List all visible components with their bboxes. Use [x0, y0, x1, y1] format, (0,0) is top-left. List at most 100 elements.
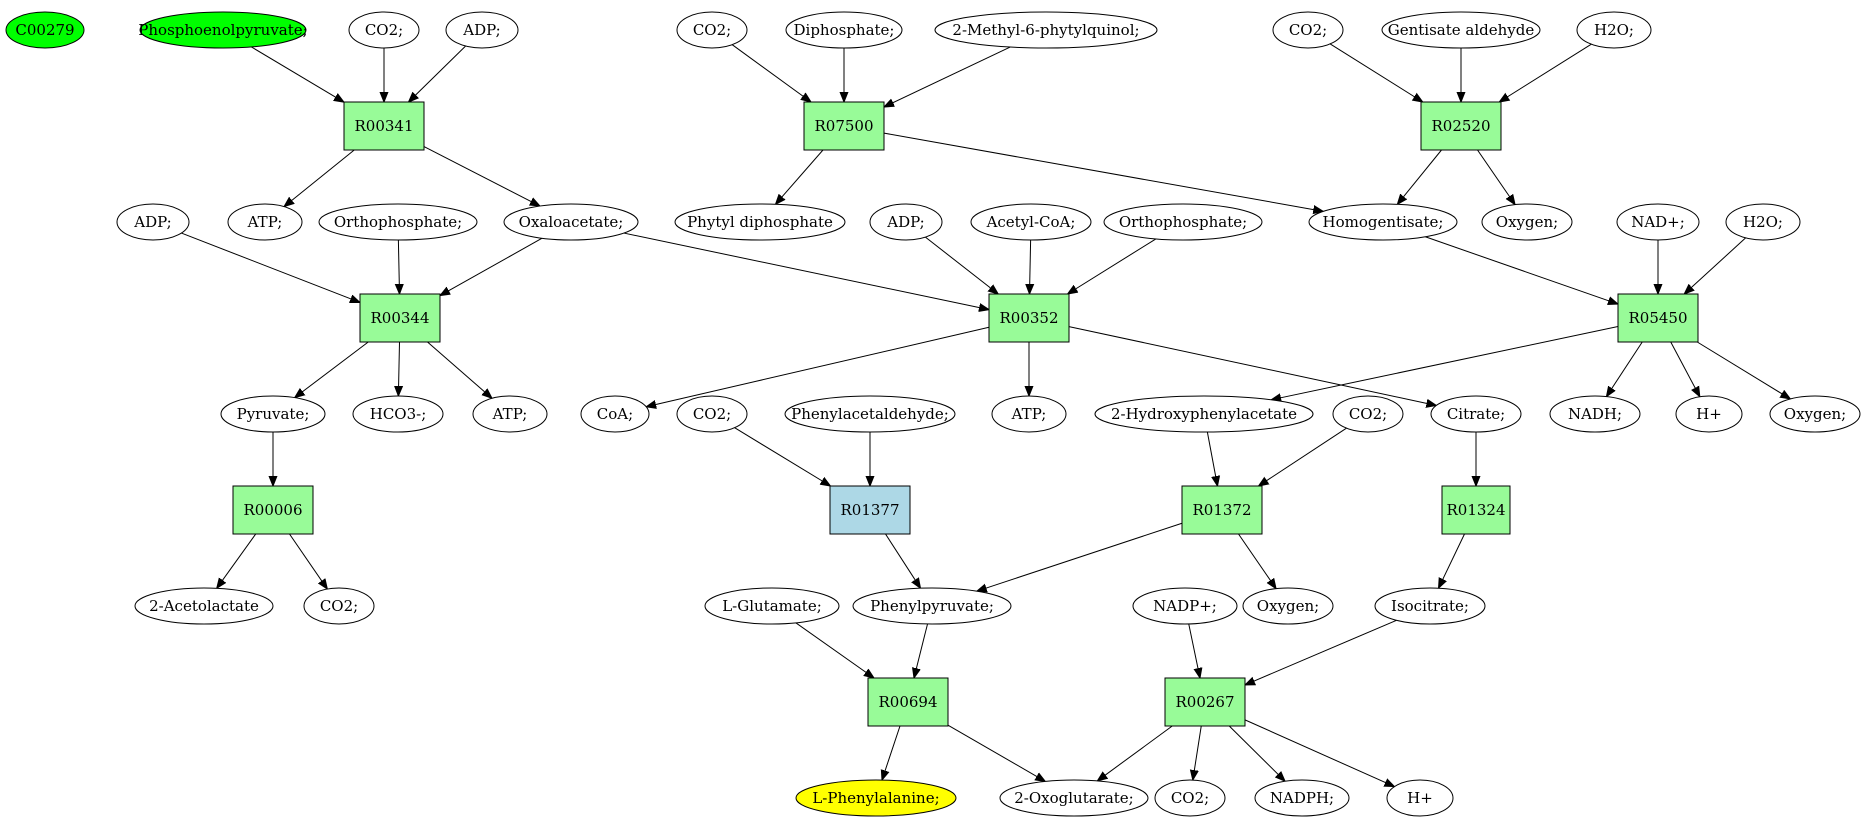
metabolite-node-m_ortho_b[interactable]: Orthophosphate; [1103, 203, 1263, 241]
node-label: Oxaloacetate; [519, 213, 624, 231]
metabolite-node-m_oxygen_c[interactable]: Oxygen; [1242, 587, 1334, 625]
metabolite-node-m_hplus_b[interactable]: H+ [1386, 779, 1454, 817]
metabolite-node-m_oxygen_b[interactable]: Oxygen; [1769, 395, 1861, 433]
metabolite-ellipse [852, 587, 1012, 625]
metabolite-node-m_phenylalanine[interactable]: L-Phenylalanine; [795, 779, 957, 817]
metabolite-node-m_isocitrate[interactable]: Isocitrate; [1374, 587, 1486, 625]
reaction-node-r_r00006[interactable]: R00006 [232, 485, 314, 535]
metabolite-node-m_adp_c[interactable]: ADP; [869, 203, 943, 241]
reaction-node-r_r01377[interactable]: R01377 [829, 485, 911, 535]
metabolite-ellipse [5, 11, 85, 49]
node-label: R02520 [1431, 117, 1490, 135]
metabolite-node-m_co2_f[interactable]: CO2; [303, 587, 375, 625]
reaction-node-r_r00352[interactable]: R00352 [988, 293, 1070, 343]
metabolite-ellipse [445, 11, 519, 49]
metabolite-node-m_phytyl[interactable]: Phytyl diphosphate [674, 203, 846, 241]
node-label: Orthophosphate; [334, 213, 462, 231]
metabolite-node-m_pep[interactable]: Phosphoenolpyruvate; [138, 11, 308, 49]
metabolite-node-m_glutamate[interactable]: L-Glutamate; [704, 587, 840, 625]
metabolite-ellipse [580, 395, 650, 433]
metabolite-ellipse [1103, 203, 1263, 241]
metabolite-node-m_co2_b[interactable]: CO2; [676, 11, 748, 49]
node-label: 2-Hydroxyphenylacetate [1111, 405, 1297, 423]
metabolite-node-m_ortho_a[interactable]: Orthophosphate; [318, 203, 478, 241]
reaction-node-r_r05450[interactable]: R05450 [1617, 293, 1699, 343]
edge-r_r01372-to-m_oxygen_c [1238, 533, 1277, 589]
edge-m_glutamate-to-r_r00694 [795, 622, 874, 678]
metabolite-node-m_gentisate[interactable]: Gentisate aldehyde [1381, 11, 1541, 49]
reaction-node-r_r00344[interactable]: R00344 [359, 293, 441, 343]
node-label: CO2; [693, 21, 731, 39]
edge-m_homogentisate-to-r_r05450 [1425, 236, 1618, 304]
metabolite-node-m_nad[interactable]: NAD+; [1616, 203, 1700, 241]
metabolite-node-m_h2o_a[interactable]: H2O; [1576, 11, 1652, 49]
metabolite-node-m_adp_b[interactable]: ADP; [116, 203, 190, 241]
reaction-node-r_r02520[interactable]: R02520 [1420, 101, 1502, 151]
node-label: ATP; [1011, 405, 1047, 423]
reaction-node-r_r01372[interactable]: R01372 [1181, 485, 1263, 535]
metabolite-node-m_nadh[interactable]: NADH; [1549, 395, 1641, 433]
metabolite-node-m_acetylcoa[interactable]: Acetyl-CoA; [970, 203, 1092, 241]
metabolite-ellipse [472, 395, 548, 433]
metabolite-node-m_co2_e[interactable]: CO2; [1332, 395, 1404, 433]
metabolite-node-m_atp_b[interactable]: ATP; [472, 395, 548, 433]
node-label: Oxygen; [1257, 597, 1319, 615]
node-label: L-Glutamate; [722, 597, 822, 615]
metabolite-node-m_co2_g[interactable]: CO2; [1154, 779, 1226, 817]
metabolite-ellipse [785, 11, 903, 49]
edge-m_co2_d-to-r_r01377 [734, 427, 831, 486]
metabolite-node-m_hplus_a[interactable]: H+ [1675, 395, 1743, 433]
node-label: L-Phenylalanine; [812, 789, 939, 807]
edge-m_mpq-to-r_r07500 [884, 46, 1011, 107]
edge-m_oxaloacetate-to-r_r00352 [623, 232, 989, 310]
reaction-node-r_r00694[interactable]: R00694 [867, 677, 949, 727]
edge-m_co2_c-to-r_r02520 [1329, 43, 1423, 102]
metabolite-node-m_mpq[interactable]: 2-Methyl-6-phytylquinol; [934, 11, 1158, 49]
metabolite-node-m_c00279[interactable]: C00279 [5, 11, 85, 49]
node-label: Gentisate aldehyde [1388, 21, 1535, 39]
metabolite-node-m_nadph[interactable]: NADPH; [1254, 779, 1350, 817]
metabolite-node-m_oxygen_a[interactable]: Oxygen; [1481, 203, 1573, 241]
metabolite-node-m_diphosphate[interactable]: Diphosphate; [785, 11, 903, 49]
metabolite-ellipse [318, 203, 478, 241]
edge-r_r01377-to-m_phenylpyruvate [885, 533, 921, 588]
edge-r_r05450-to-m_hplus_a [1670, 341, 1700, 397]
metabolite-node-m_citrate[interactable]: Citrate; [1430, 395, 1522, 433]
metabolite-node-m_adp_a[interactable]: ADP; [445, 11, 519, 49]
metabolite-node-m_pyruvate[interactable]: Pyruvate; [220, 395, 326, 433]
node-label: CO2; [1171, 789, 1209, 807]
node-label: R05450 [1628, 309, 1687, 327]
metabolite-node-m_acetolactate[interactable]: 2-Acetolactate [134, 587, 274, 625]
metabolite-node-m_co2_d[interactable]: CO2; [676, 395, 748, 433]
metabolite-node-m_atp_a[interactable]: ATP; [227, 203, 303, 241]
metabolite-node-m_atp_c[interactable]: ATP; [991, 395, 1067, 433]
metabolite-node-m_oxaloacetate[interactable]: Oxaloacetate; [503, 203, 639, 241]
metabolite-node-m_phenylacetaldehyde[interactable]: Phenylacetaldehyde; [784, 395, 956, 433]
metabolite-node-m_hpa[interactable]: 2-Hydroxyphenylacetate [1094, 395, 1314, 433]
metabolite-node-m_hco3[interactable]: HCO3-; [352, 395, 444, 433]
edge-r_r07500-to-m_homogentisate [883, 132, 1323, 211]
reaction-node-r_r01324[interactable]: R01324 [1441, 485, 1511, 535]
node-label: NADH; [1568, 405, 1622, 423]
metabolite-node-m_coa[interactable]: CoA; [580, 395, 650, 433]
metabolite-node-m_oxoglutarate[interactable]: 2-Oxoglutarate; [999, 779, 1149, 817]
reaction-node-r_r00267[interactable]: R00267 [1164, 677, 1246, 727]
reaction-node-r_r07500[interactable]: R07500 [803, 101, 885, 151]
metabolite-ellipse [1154, 779, 1226, 817]
metabolite-ellipse [934, 11, 1158, 49]
metabolite-node-m_co2_c[interactable]: CO2; [1272, 11, 1344, 49]
metabolite-node-m_nadp[interactable]: NADP+; [1132, 587, 1238, 625]
edge-r_r00344-to-m_hco3 [398, 341, 399, 396]
edge-m_co2_b-to-r_r07500 [731, 44, 811, 102]
metabolite-ellipse [134, 587, 274, 625]
reaction-node-r_r00341[interactable]: R00341 [343, 101, 425, 151]
metabolite-ellipse [1381, 11, 1541, 49]
metabolite-ellipse [676, 395, 748, 433]
metabolite-node-m_phenylpyruvate[interactable]: Phenylpyruvate; [852, 587, 1012, 625]
metabolite-node-m_co2_a[interactable]: CO2; [348, 11, 420, 49]
metabolite-node-m_homogentisate[interactable]: Homogentisate; [1308, 203, 1458, 241]
edges-layer [181, 43, 1790, 787]
metabolite-node-m_h2o_b[interactable]: H2O; [1725, 203, 1801, 241]
edge-m_ortho_a-to-r_r00344 [398, 239, 399, 294]
